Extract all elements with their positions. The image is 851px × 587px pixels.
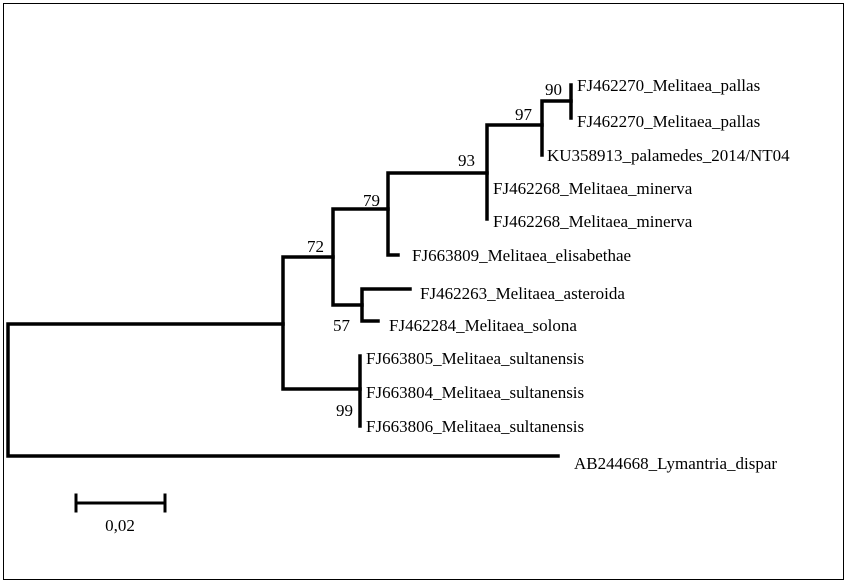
bootstrap-value: 93 <box>458 151 475 170</box>
leaf-label: FJ462284_Melitaea_solona <box>389 316 577 335</box>
leaf-label: FJ462268_Melitaea_minerva <box>493 179 693 198</box>
leaf-label: FJ663804_Melitaea_sultanensis <box>366 383 584 402</box>
branch-node-57 <box>360 287 412 323</box>
scale-bar-line <box>74 493 167 513</box>
scale-bar-label: 0,02 <box>105 516 135 535</box>
bootstrap-values: 90 97 93 79 72 57 99 <box>307 80 562 420</box>
leaf-label: FJ663806_Melitaea_sultanensis <box>366 417 584 436</box>
branch-node-a <box>386 171 489 257</box>
branch-node-97 <box>540 99 573 157</box>
leaf-labels: FJ462270_Melitaea_pallas FJ462270_Melita… <box>366 76 790 473</box>
leaf-label: FJ663809_Melitaea_elisabethae <box>412 246 631 265</box>
branch-root <box>6 322 560 458</box>
branch-node-c <box>281 255 362 391</box>
diagram-frame <box>3 3 844 580</box>
bootstrap-value: 79 <box>363 191 380 210</box>
leaf-label: KU358913_palamedes_2014/NT04 <box>547 146 790 165</box>
leaf-label: FJ462270_Melitaea_pallas <box>577 112 760 131</box>
leaf-label: AB244668_Lymantria_dispar <box>574 454 777 473</box>
bootstrap-value: 57 <box>333 316 351 335</box>
scale-bar: 0,02 <box>74 493 167 535</box>
branch-node-93 <box>485 123 544 221</box>
branch-node-b <box>331 207 390 307</box>
bootstrap-value: 72 <box>307 237 324 256</box>
tree-branches <box>6 83 573 458</box>
bootstrap-value: 99 <box>336 401 353 420</box>
bootstrap-value: 97 <box>515 105 533 124</box>
leaf-label: FJ663805_Melitaea_sultanensis <box>366 349 584 368</box>
leaf-label: FJ462270_Melitaea_pallas <box>577 76 760 95</box>
leaf-label: FJ462263_Melitaea_asteroida <box>420 284 625 303</box>
bootstrap-value: 90 <box>545 80 562 99</box>
leaf-label: FJ462268_Melitaea_minerva <box>493 212 693 231</box>
